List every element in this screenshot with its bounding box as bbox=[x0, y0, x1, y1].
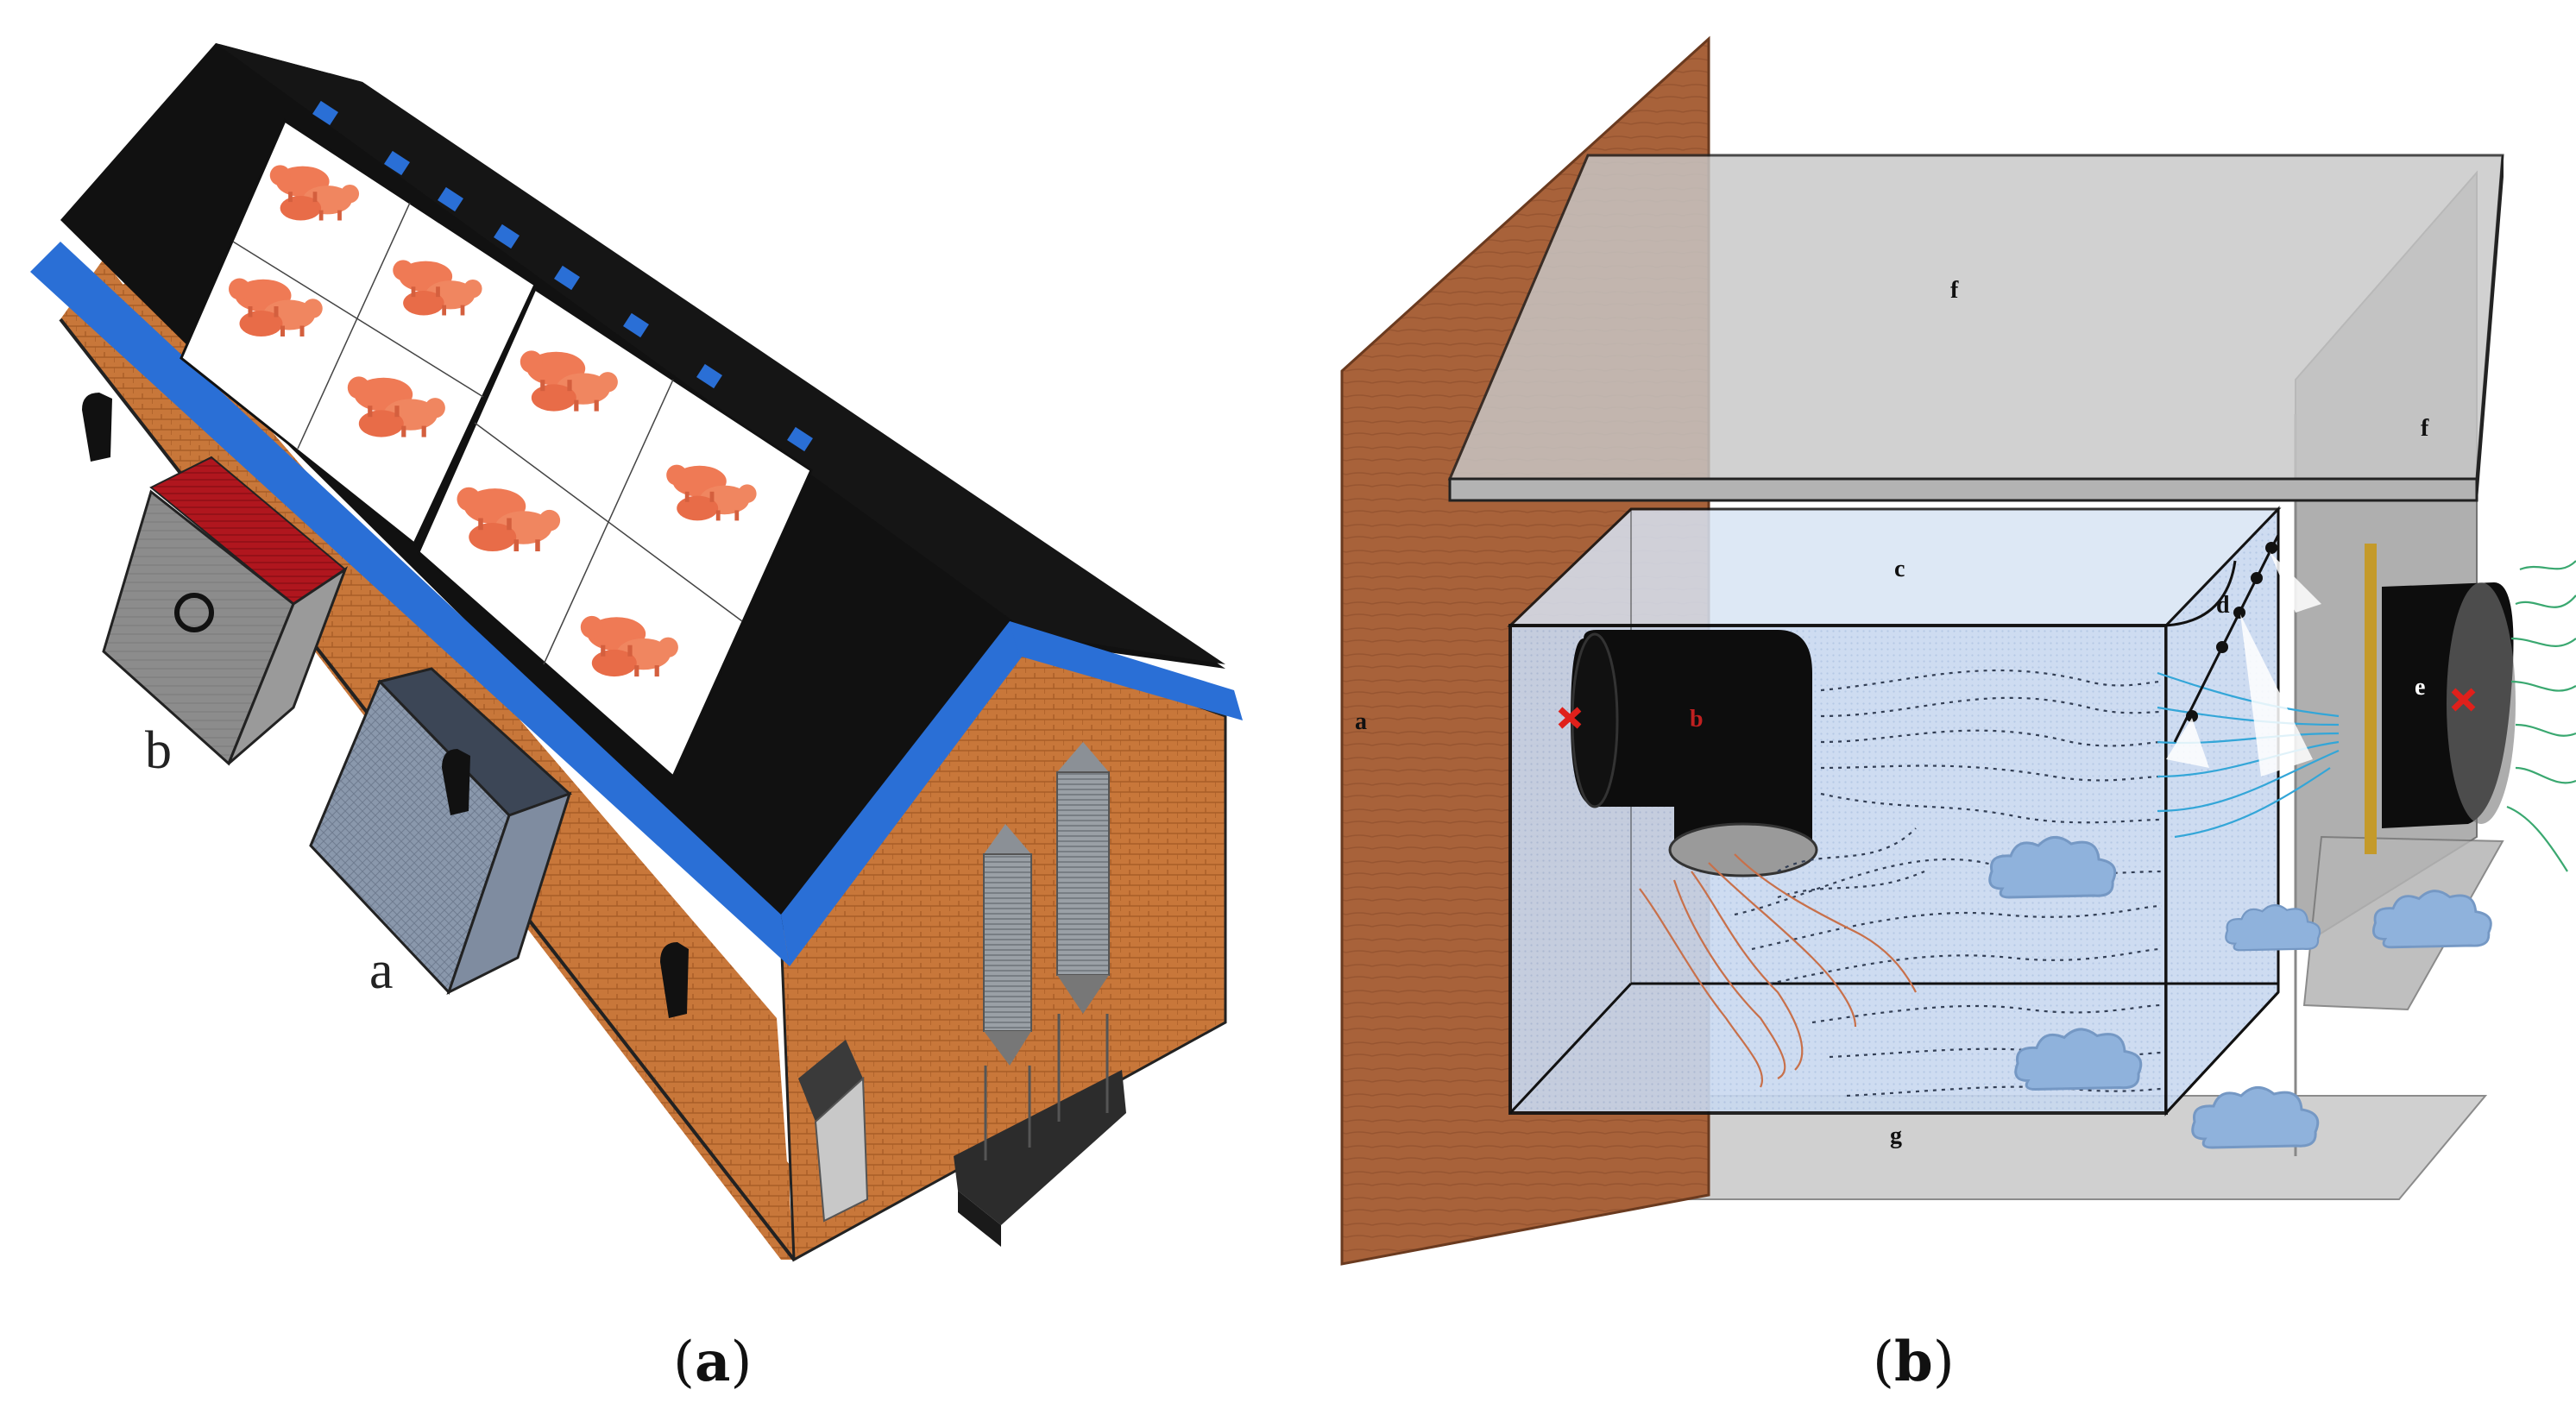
spray-nozzles-d bbox=[2166, 534, 2321, 777]
exhaust-fan-e bbox=[2382, 582, 2516, 828]
label-f-side: f bbox=[2421, 415, 2429, 442]
label-d: d bbox=[2216, 592, 2230, 619]
label-f-top: f bbox=[1950, 277, 1959, 304]
plate-gold bbox=[2365, 544, 2377, 854]
caption-b: (b) bbox=[1873, 1330, 1955, 1394]
label-a: a bbox=[369, 941, 394, 1000]
label-a: a bbox=[1355, 708, 1367, 735]
inlet-duct-b bbox=[1571, 630, 1818, 877]
barn-door bbox=[798, 1040, 869, 1223]
caption-a-close: ) bbox=[730, 1330, 752, 1394]
unit-a-box bbox=[309, 667, 572, 995]
unit-b-box bbox=[102, 456, 349, 766]
duct-opening-icon bbox=[442, 749, 470, 815]
gable-eave-right bbox=[1010, 621, 1243, 720]
wall-window-icon bbox=[82, 393, 112, 462]
top-shelf-edge bbox=[1448, 477, 2478, 502]
roof-window-left bbox=[180, 118, 537, 546]
outlet-mark-x-icon bbox=[2451, 688, 2476, 712]
roof-vents bbox=[312, 100, 813, 452]
silo-left bbox=[983, 824, 1032, 1160]
label-b: b bbox=[1690, 706, 1704, 733]
caption-b-close: ) bbox=[1933, 1330, 1955, 1394]
duct-outlet-icon bbox=[1668, 822, 1818, 877]
label-e: e bbox=[2415, 674, 2425, 701]
roof-eave-blue bbox=[30, 242, 790, 966]
caption-a-letter: a bbox=[695, 1330, 730, 1394]
label-g: g bbox=[1890, 1123, 1902, 1149]
silo-right bbox=[1056, 742, 1110, 1122]
roof-panel-group bbox=[180, 118, 813, 779]
airflow-streamlines bbox=[1734, 669, 2163, 1097]
inlet-mark-x-icon bbox=[1558, 707, 1582, 729]
exhaust-streamlines bbox=[2506, 560, 2576, 872]
caption-a: (a) bbox=[673, 1330, 752, 1394]
caption-b-letter: b bbox=[1894, 1330, 1933, 1394]
wall-window-icon bbox=[660, 942, 689, 1018]
caption-b-open: ( bbox=[1873, 1330, 1894, 1394]
top-shelf-f bbox=[1447, 154, 2504, 481]
gable-eave-left bbox=[781, 621, 1036, 966]
roof-ridge bbox=[216, 43, 1225, 664]
cool-air-streamlines bbox=[1639, 853, 1917, 1088]
roof-window-right bbox=[417, 286, 813, 779]
mist-streamlines bbox=[2157, 671, 2340, 839]
label-c: c bbox=[1894, 556, 1905, 582]
fan-outlet-icon bbox=[174, 593, 214, 632]
caption-a-open: ( bbox=[673, 1330, 695, 1394]
label-b: b bbox=[145, 721, 172, 780]
panel-a-barn-illustration: b a bbox=[30, 43, 1243, 1262]
feed-silos bbox=[954, 742, 1126, 1247]
panel-b-chamber-illustration: a b c d e f f g bbox=[1340, 35, 2576, 1266]
